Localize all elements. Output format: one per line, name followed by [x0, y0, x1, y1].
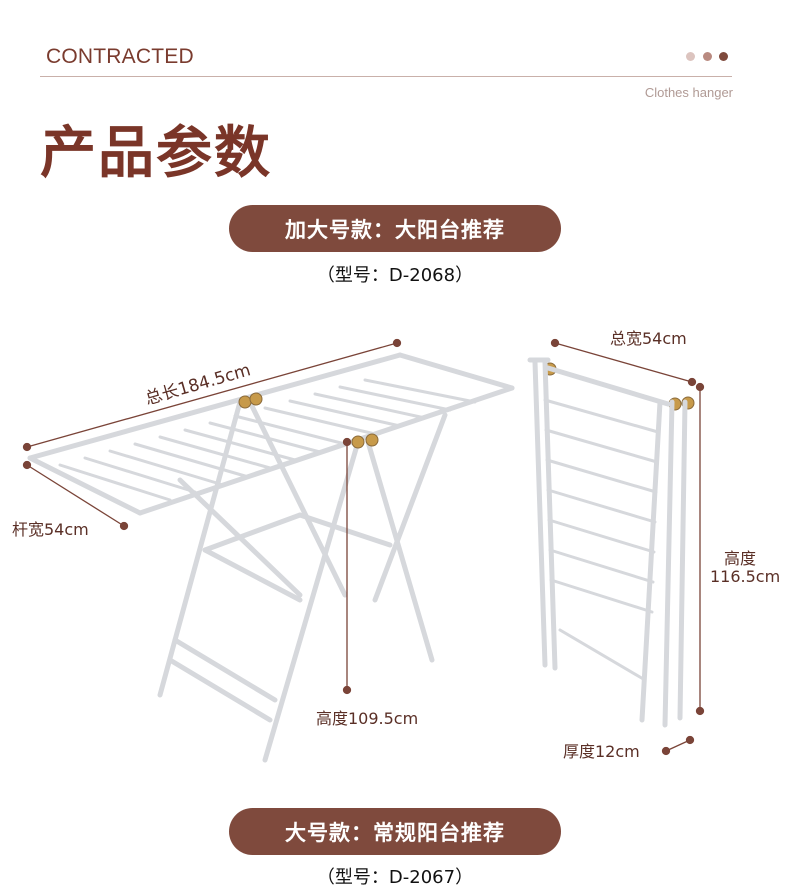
dot-icon — [703, 52, 712, 61]
divider — [40, 76, 732, 77]
dimension-height-folded-value: 116.5cm — [710, 567, 781, 586]
model-badge-standard: 大号款：常规阳台推荐 — [229, 808, 561, 855]
model-badge-large: 加大号款：大阳台推荐 — [229, 205, 561, 252]
dimension-thickness: 厚度12cm — [563, 742, 640, 761]
dimension-height-folded-label: 高度 — [724, 549, 757, 568]
dot-icon — [686, 52, 695, 61]
dimension-total-width: 总宽54cm — [610, 329, 687, 348]
open-rack-drawing — [27, 352, 515, 763]
folded-rack-drawing — [527, 357, 688, 728]
page-title: 产品参数 — [40, 121, 272, 186]
dimension-height-open: 高度109.5cm — [316, 709, 419, 728]
dimension-bar-width: 杆宽54cm — [12, 520, 89, 539]
section-eyebrow: CONTRACTED — [46, 45, 194, 68]
model-number-large: （型号：D-2068） — [316, 265, 474, 286]
dot-icon — [719, 52, 728, 61]
model-number-standard: （型号：D-2067） — [316, 867, 474, 888]
section-subtitle: Clothes hanger — [644, 85, 733, 100]
dimension-lines — [22, 338, 705, 756]
